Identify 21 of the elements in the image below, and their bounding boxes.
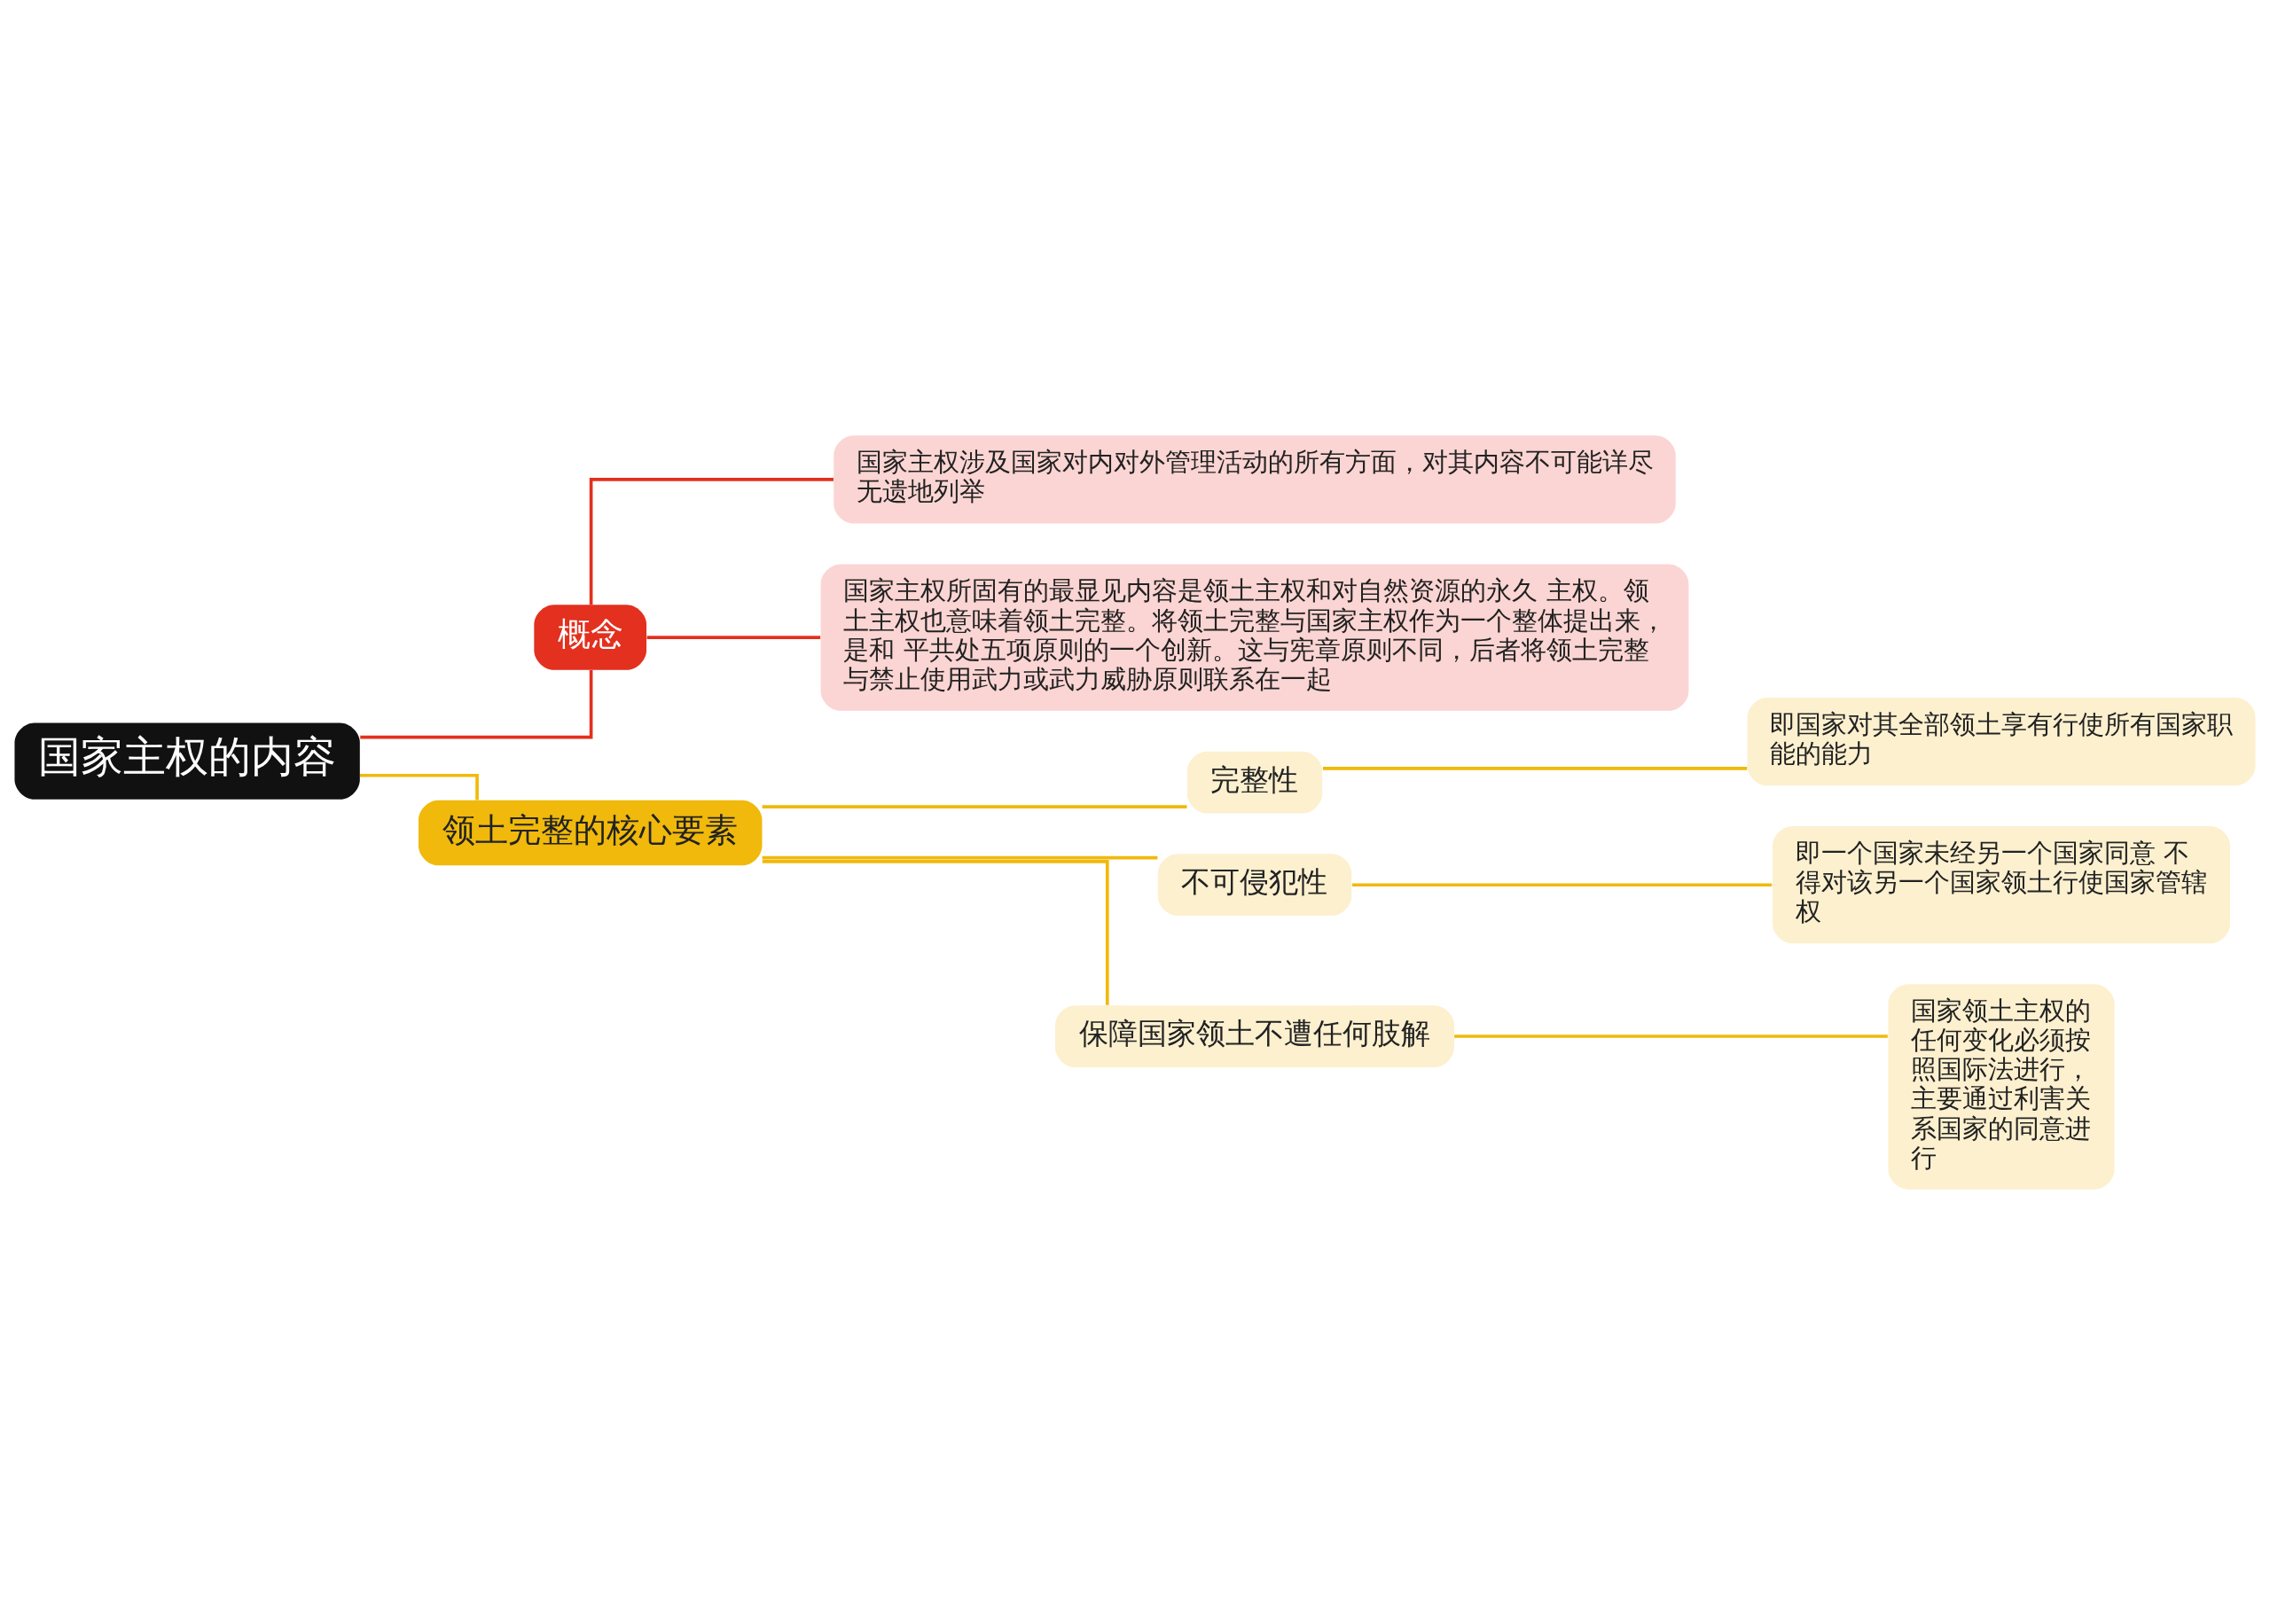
connector bbox=[762, 804, 1187, 808]
node-box: 领土完整的核心要素 bbox=[418, 800, 763, 865]
node-box: 保障国家领土不遭任何肢解 bbox=[1055, 1004, 1454, 1067]
connector bbox=[360, 669, 593, 738]
connector bbox=[762, 855, 1158, 859]
node-box: 国家主权所固有的最显见内容是领土主权和对自然资源的永久 主权。领土主权也意味着领土完整。将领土完整与国家主权作为一个整体提出来，是和 平共处五项原则的一个创新。这与宪章原则不同，后者将领土完整与禁止使用武力或武力威胁原则联系在一起 bbox=[820, 563, 1689, 711]
connector bbox=[762, 859, 1109, 1005]
connector bbox=[646, 635, 821, 639]
connector bbox=[1454, 1034, 1888, 1038]
node-box: 即一个国家未经另一个国家同意 不得对该另一个国家领土行使国家管辖权 bbox=[1773, 825, 2231, 943]
node-box: 国家领土主权的任何变化必须按照国际法进行，主要通过利害关系国家的同意进行 bbox=[1888, 983, 2115, 1190]
connector bbox=[1352, 882, 1773, 886]
node-box: 即国家对其全部领土享有行使所有国家职能的能力 bbox=[1747, 697, 2256, 785]
node-box: 概念 bbox=[534, 604, 647, 670]
connector bbox=[360, 773, 479, 800]
node-box: 国家主权涉及国家对内对外管理活动的所有方面，对其内容不可能详尽无遗地列举 bbox=[834, 434, 1676, 523]
connector bbox=[1322, 766, 1748, 770]
node-box: 不可侵犯性 bbox=[1157, 853, 1352, 916]
node-box: 完整性 bbox=[1186, 751, 1323, 813]
connector bbox=[589, 477, 834, 605]
node-box: 国家主权的内容 bbox=[14, 722, 360, 800]
